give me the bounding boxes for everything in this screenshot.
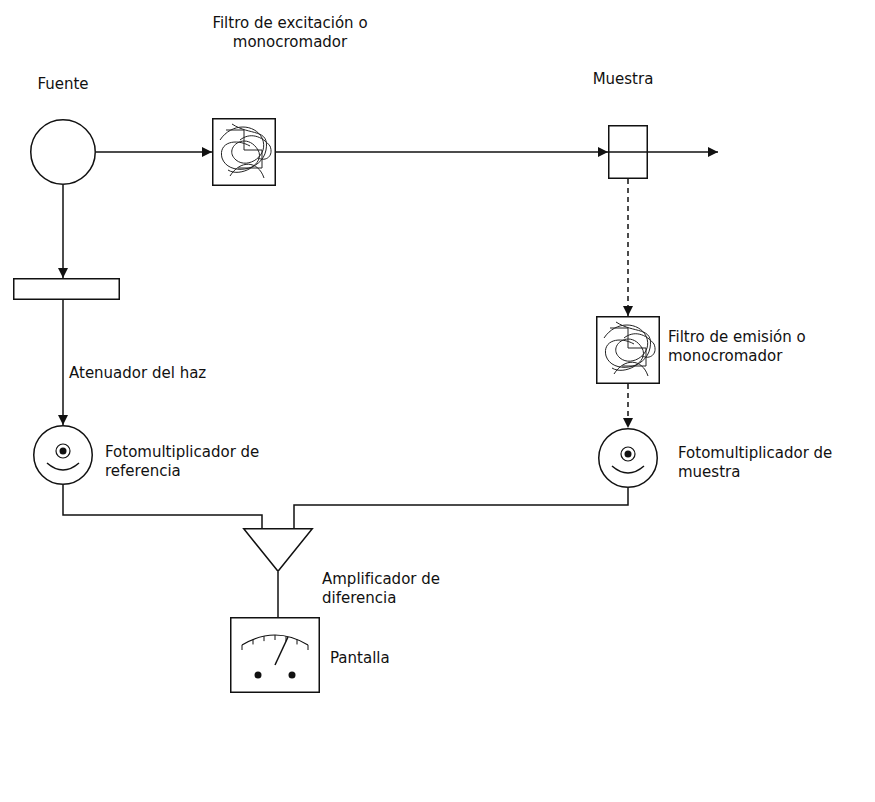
sample-cell-outline bbox=[608, 125, 648, 179]
component-label: Fotomultiplicador de muestra bbox=[678, 444, 858, 482]
beam-connector bbox=[62, 185, 64, 278]
display-meter: Pantalla bbox=[230, 617, 320, 693]
beam-attenuator: Atenuador del haz bbox=[13, 278, 120, 300]
emission-light-path bbox=[627, 179, 629, 316]
excitation-filter-scribble bbox=[220, 124, 271, 178]
emission-light-path bbox=[627, 384, 629, 428]
beam-connector bbox=[63, 485, 262, 528]
light-source: Fuente bbox=[30, 119, 96, 185]
emission-filter-scribble bbox=[604, 322, 655, 376]
component-label: Atenuador del haz bbox=[69, 364, 269, 383]
excitation-filter: Filtro de excitación o monocromador bbox=[212, 118, 276, 186]
beam-attenuator-outline bbox=[13, 278, 120, 300]
reference-photomultiplier-outline bbox=[33, 425, 93, 485]
light-source-outline bbox=[30, 119, 96, 185]
component-label: Amplificador de diferencia bbox=[322, 570, 457, 608]
reference-photomultiplier: Fotomultiplicador de referencia bbox=[33, 425, 93, 485]
component-label: Filtro de emisión o monocromador bbox=[668, 328, 808, 366]
beam-connector bbox=[294, 488, 628, 528]
emission-filter-outline bbox=[596, 316, 660, 384]
component-label: Fotomultiplicador de referencia bbox=[105, 443, 285, 481]
sample-photomultiplier-outline bbox=[598, 428, 658, 488]
component-label: Pantalla bbox=[330, 649, 450, 668]
sample-cell: Muestra bbox=[608, 125, 648, 179]
beam-connector bbox=[277, 572, 279, 617]
difference-amplifier: Amplificador de diferencia bbox=[243, 528, 313, 572]
transmitted-beam bbox=[608, 151, 718, 153]
component-label: Filtro de excitación o monocromador bbox=[202, 14, 378, 52]
component-label: Fuente bbox=[0, 75, 126, 94]
difference-amplifier-outline bbox=[243, 528, 313, 572]
beam-connector bbox=[62, 300, 64, 425]
beam-connector bbox=[96, 151, 212, 153]
sample-photomultiplier: Fotomultiplicador de muestra bbox=[598, 428, 658, 488]
emission-filter: Filtro de emisión o monocromador bbox=[596, 316, 660, 384]
excitation-filter-outline bbox=[212, 118, 276, 186]
beam-connector bbox=[276, 151, 608, 153]
display-meter-outline bbox=[230, 617, 320, 693]
component-label: Muestra bbox=[568, 70, 678, 89]
